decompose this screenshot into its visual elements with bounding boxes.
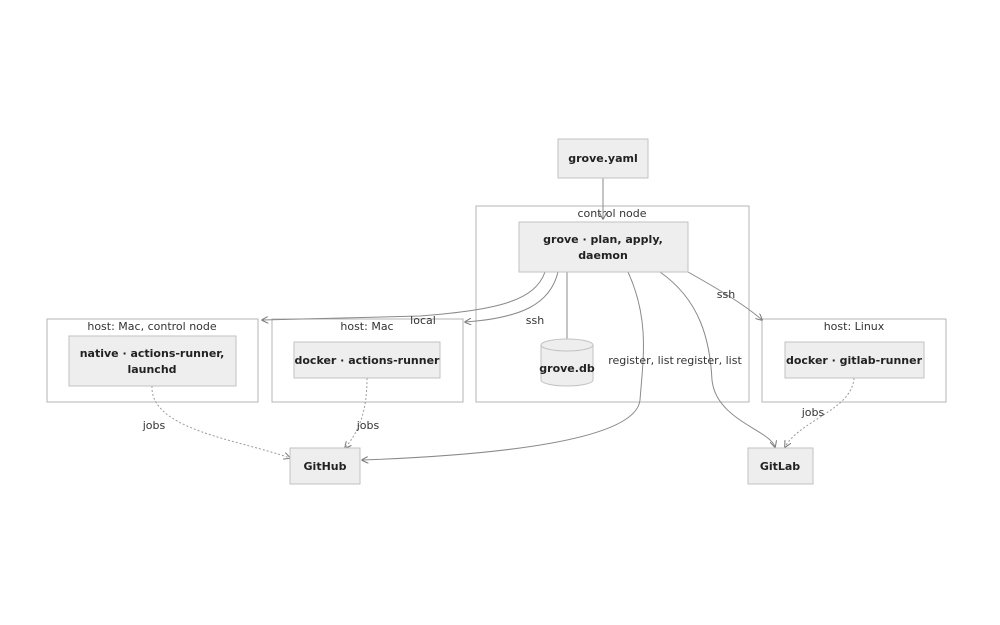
edge-grove-local bbox=[262, 271, 546, 320]
edge-label-ssh-mac: ssh bbox=[526, 314, 544, 327]
cluster-label-host-linux: host: Linux bbox=[824, 320, 885, 333]
edge-label-ssh-linux: ssh bbox=[717, 288, 735, 301]
svg-text:daemon: daemon bbox=[578, 249, 628, 262]
node-grove-db: grove.db bbox=[539, 338, 595, 387]
cluster-label-control-node: control node bbox=[577, 207, 646, 220]
edge-grove-ssh-mac bbox=[465, 271, 559, 322]
node-grove: grove · plan, apply, daemon bbox=[518, 221, 689, 273]
node-docker-gitlab-runner: docker · gitlab-runner bbox=[784, 341, 925, 379]
svg-text:grove.db: grove.db bbox=[539, 362, 595, 375]
svg-text:GitHub: GitHub bbox=[304, 460, 347, 473]
edge-label-local: local bbox=[410, 314, 436, 327]
edge-grove-ssh-linux bbox=[687, 271, 762, 320]
node-native-actions-runner: native · actions-runner, launchd bbox=[68, 335, 237, 387]
svg-text:docker · actions-runner: docker · actions-runner bbox=[295, 354, 441, 367]
edge-linux-jobs bbox=[785, 377, 855, 447]
edge-label-register-github: register, list bbox=[608, 354, 674, 367]
node-docker-actions-runner: docker · actions-runner bbox=[293, 341, 441, 379]
edge-label-register-gitlab: register, list bbox=[676, 354, 742, 367]
node-github: GitHub bbox=[289, 447, 361, 485]
edge-label-jobs-native: jobs bbox=[142, 419, 166, 432]
node-gitlab: GitLab bbox=[747, 447, 814, 485]
edge-label-jobs-linux: jobs bbox=[801, 406, 825, 419]
svg-text:native · actions-runner,: native · actions-runner, bbox=[80, 347, 225, 360]
edge-grove-register-github bbox=[362, 271, 644, 460]
node-grove-yaml: grove.yaml bbox=[557, 138, 649, 179]
edge-label-jobs-docker: jobs bbox=[356, 419, 380, 432]
svg-text:docker · gitlab-runner: docker · gitlab-runner bbox=[786, 354, 923, 367]
svg-text:GitLab: GitLab bbox=[760, 460, 800, 473]
edge-docker-jobs bbox=[345, 377, 368, 448]
svg-text:launchd: launchd bbox=[127, 363, 176, 376]
edge-native-jobs bbox=[151, 385, 290, 458]
svg-text:grove.yaml: grove.yaml bbox=[568, 152, 638, 165]
cluster-label-host-mac: host: Mac bbox=[340, 320, 393, 333]
edge-grove-register-gitlab bbox=[659, 271, 775, 447]
svg-text:grove · plan, apply,: grove · plan, apply, bbox=[543, 233, 663, 246]
cluster-label-host-mac-control: host: Mac, control node bbox=[87, 320, 217, 333]
